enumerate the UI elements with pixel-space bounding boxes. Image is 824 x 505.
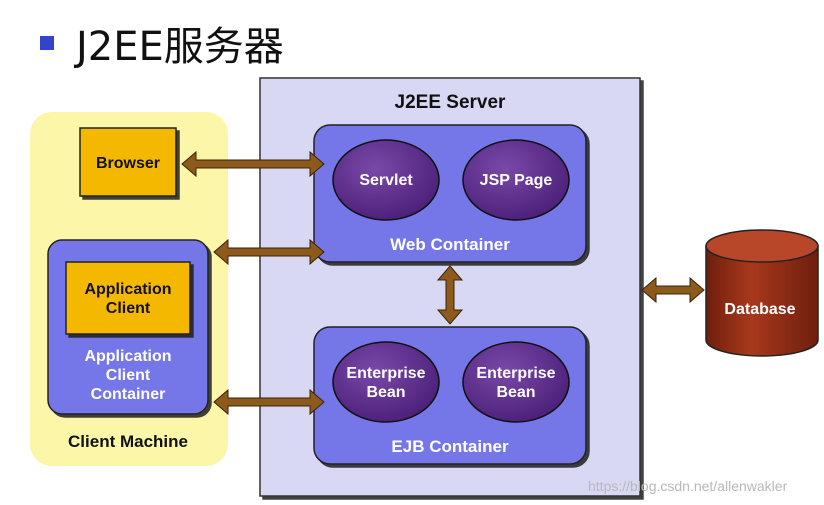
jsp-page-oval: [462, 139, 570, 221]
database-cylinder-body: [705, 246, 819, 357]
servlet-oval: [332, 139, 440, 221]
ejb-container-label: EJB Container: [391, 437, 509, 456]
app-client-line-2: Client: [106, 300, 151, 317]
browser-box: [79, 127, 177, 197]
enterprise-bean-1-line-1: Enterprise: [346, 365, 425, 382]
watermark: https://blog.csdn.net/allenwakler: [588, 478, 788, 494]
app-client-container-line-3: Container: [91, 386, 166, 403]
servlet-label: Servlet: [359, 172, 413, 189]
web-container-label: Web Container: [390, 235, 510, 254]
enterprise-bean-2-line-2: Bean: [496, 384, 535, 401]
appclient-ejb-arrow: [213, 388, 325, 416]
database-label: Database: [724, 301, 795, 318]
enterprise-bean-oval-2: [462, 341, 570, 423]
appclient-web-arrow: [213, 238, 325, 266]
slide-title: J2EE服务器: [40, 18, 284, 70]
app-client-box: [65, 261, 191, 335]
web-ejb-arrow: [436, 265, 464, 325]
jsp-page-label: JSP Page: [480, 172, 553, 189]
client-machine-label: Client Machine: [68, 432, 188, 451]
database-cylinder-top: [705, 229, 819, 263]
app-client-container-line-2: Client: [106, 367, 151, 384]
app-client-line-1: Application: [84, 281, 171, 298]
browser-label: Browser: [96, 155, 160, 172]
server-database-arrow: [641, 276, 705, 304]
enterprise-bean-oval-1: [332, 341, 440, 423]
server-title: J2EE Server: [395, 92, 507, 113]
enterprise-bean-1-line-2: Bean: [366, 384, 405, 401]
browser-web-arrow: [181, 150, 325, 178]
slide-title-text: J2EE服务器: [76, 24, 284, 70]
bullet-square-icon: [40, 36, 54, 50]
app-client-container-line-1: Application: [84, 348, 171, 365]
enterprise-bean-2-line-1: Enterprise: [476, 365, 555, 382]
